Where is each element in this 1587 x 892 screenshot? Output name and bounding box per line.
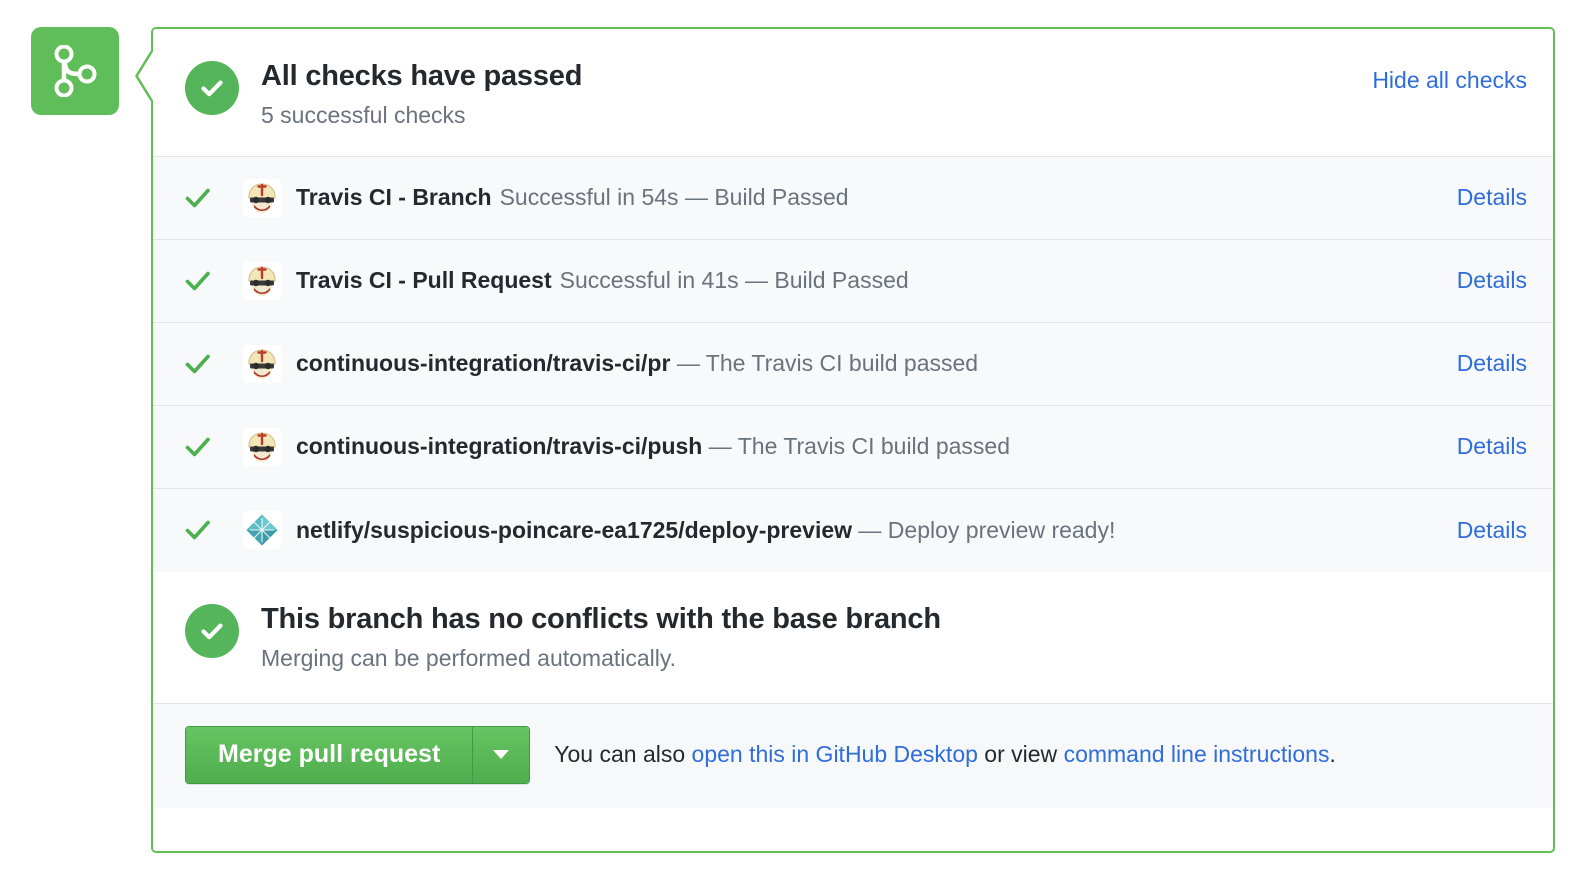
check-icon [185,436,217,458]
check-icon [185,187,217,209]
check-icon [185,353,217,375]
page-title: All checks have passed [261,60,583,92]
check-circle-icon [185,603,239,658]
footer-note-suffix: . [1329,740,1336,767]
travis-ci-avatar-icon [243,178,281,217]
merge-button-group: Merge pull request [185,725,531,784]
git-merge-icon [52,45,98,97]
check-text: continuous-integration/travis-ci/pr — Th… [296,349,1437,378]
check-icon [185,519,217,541]
check-details-link[interactable]: Details [1456,516,1527,543]
check-text: Travis CI - Branch Successful in 54s — Bu… [296,183,1437,212]
hide-all-checks-link[interactable]: Hide all checks [1372,67,1527,93]
netlify-avatar-icon [243,511,281,550]
check-context: Travis CI - Pull Request [296,267,552,294]
github-desktop-link[interactable]: open this in GitHub Desktop [691,740,978,767]
conflict-title: This branch has no conflicts with the ba… [261,602,941,635]
check-details-link[interactable]: Details [1456,184,1527,211]
check-text: netlify/suspicious-poincare-ea1725/deplo… [296,516,1437,545]
check-description: — The Travis CI build passed [708,433,1011,460]
check-row[interactable]: continuous-integration/travis-ci/push — … [153,405,1553,489]
merge-footer: Merge pull request You can also open thi… [153,702,1553,808]
check-row[interactable]: netlify/suspicious-poincare-ea1725/deplo… [153,488,1553,572]
check-details-link[interactable]: Details [1456,350,1527,377]
check-description: Successful in 41s — Build Passed [559,267,909,294]
check-description: — The Travis CI build passed [676,350,979,377]
panel-pointer [135,47,153,105]
check-context: Travis CI - Branch [296,184,492,211]
check-row[interactable]: Travis CI - Pull Request Successful in 41… [153,239,1553,323]
chevron-down-icon [493,750,510,760]
check-text: Travis CI - Pull Request Successful in 41… [296,266,1437,295]
merge-dropdown-button[interactable] [473,726,530,783]
check-circle-icon [185,61,239,115]
check-details-link[interactable]: Details [1456,267,1527,294]
conflict-subtitle: Merging can be performed automatically. [261,645,677,672]
check-row[interactable]: continuous-integration/travis-ci/pr — Th… [153,322,1553,406]
merge-status-panel: All checks have passed 5 successful chec… [151,27,1555,853]
check-icon [185,270,217,292]
footer-note-prefix: You can also [554,740,692,767]
travis-ci-avatar-icon [243,344,281,383]
check-text: continuous-integration/travis-ci/push — … [296,432,1437,461]
checks-list: Travis CI - Branch Successful in 54s — Bu… [153,155,1553,572]
check-context: continuous-integration/travis-ci/pr [296,350,671,377]
check-row[interactable]: Travis CI - Branch Successful in 54s — Bu… [153,156,1553,240]
checks-summary: 5 successful checks [261,102,466,129]
footer-note: You can also open this in GitHub Desktop… [554,740,1336,770]
check-description: Successful in 54s — Build Passed [499,184,849,211]
merge-pull-request-button[interactable]: Merge pull request [186,726,474,783]
command-line-instructions-link[interactable]: command line instructions [1063,740,1330,767]
check-description: — Deploy preview ready! [858,516,1116,543]
travis-ci-avatar-icon [243,427,281,466]
footer-note-middle: or view [977,740,1064,767]
git-merge-badge [31,27,119,115]
check-context: continuous-integration/travis-ci/push [296,433,703,460]
travis-ci-avatar-icon [243,261,281,300]
check-context: netlify/suspicious-poincare-ea1725/deplo… [296,516,853,543]
branch-conflict-status: This branch has no conflicts with the ba… [153,571,1553,703]
checks-header: All checks have passed 5 successful chec… [153,29,1553,156]
check-details-link[interactable]: Details [1456,433,1527,460]
